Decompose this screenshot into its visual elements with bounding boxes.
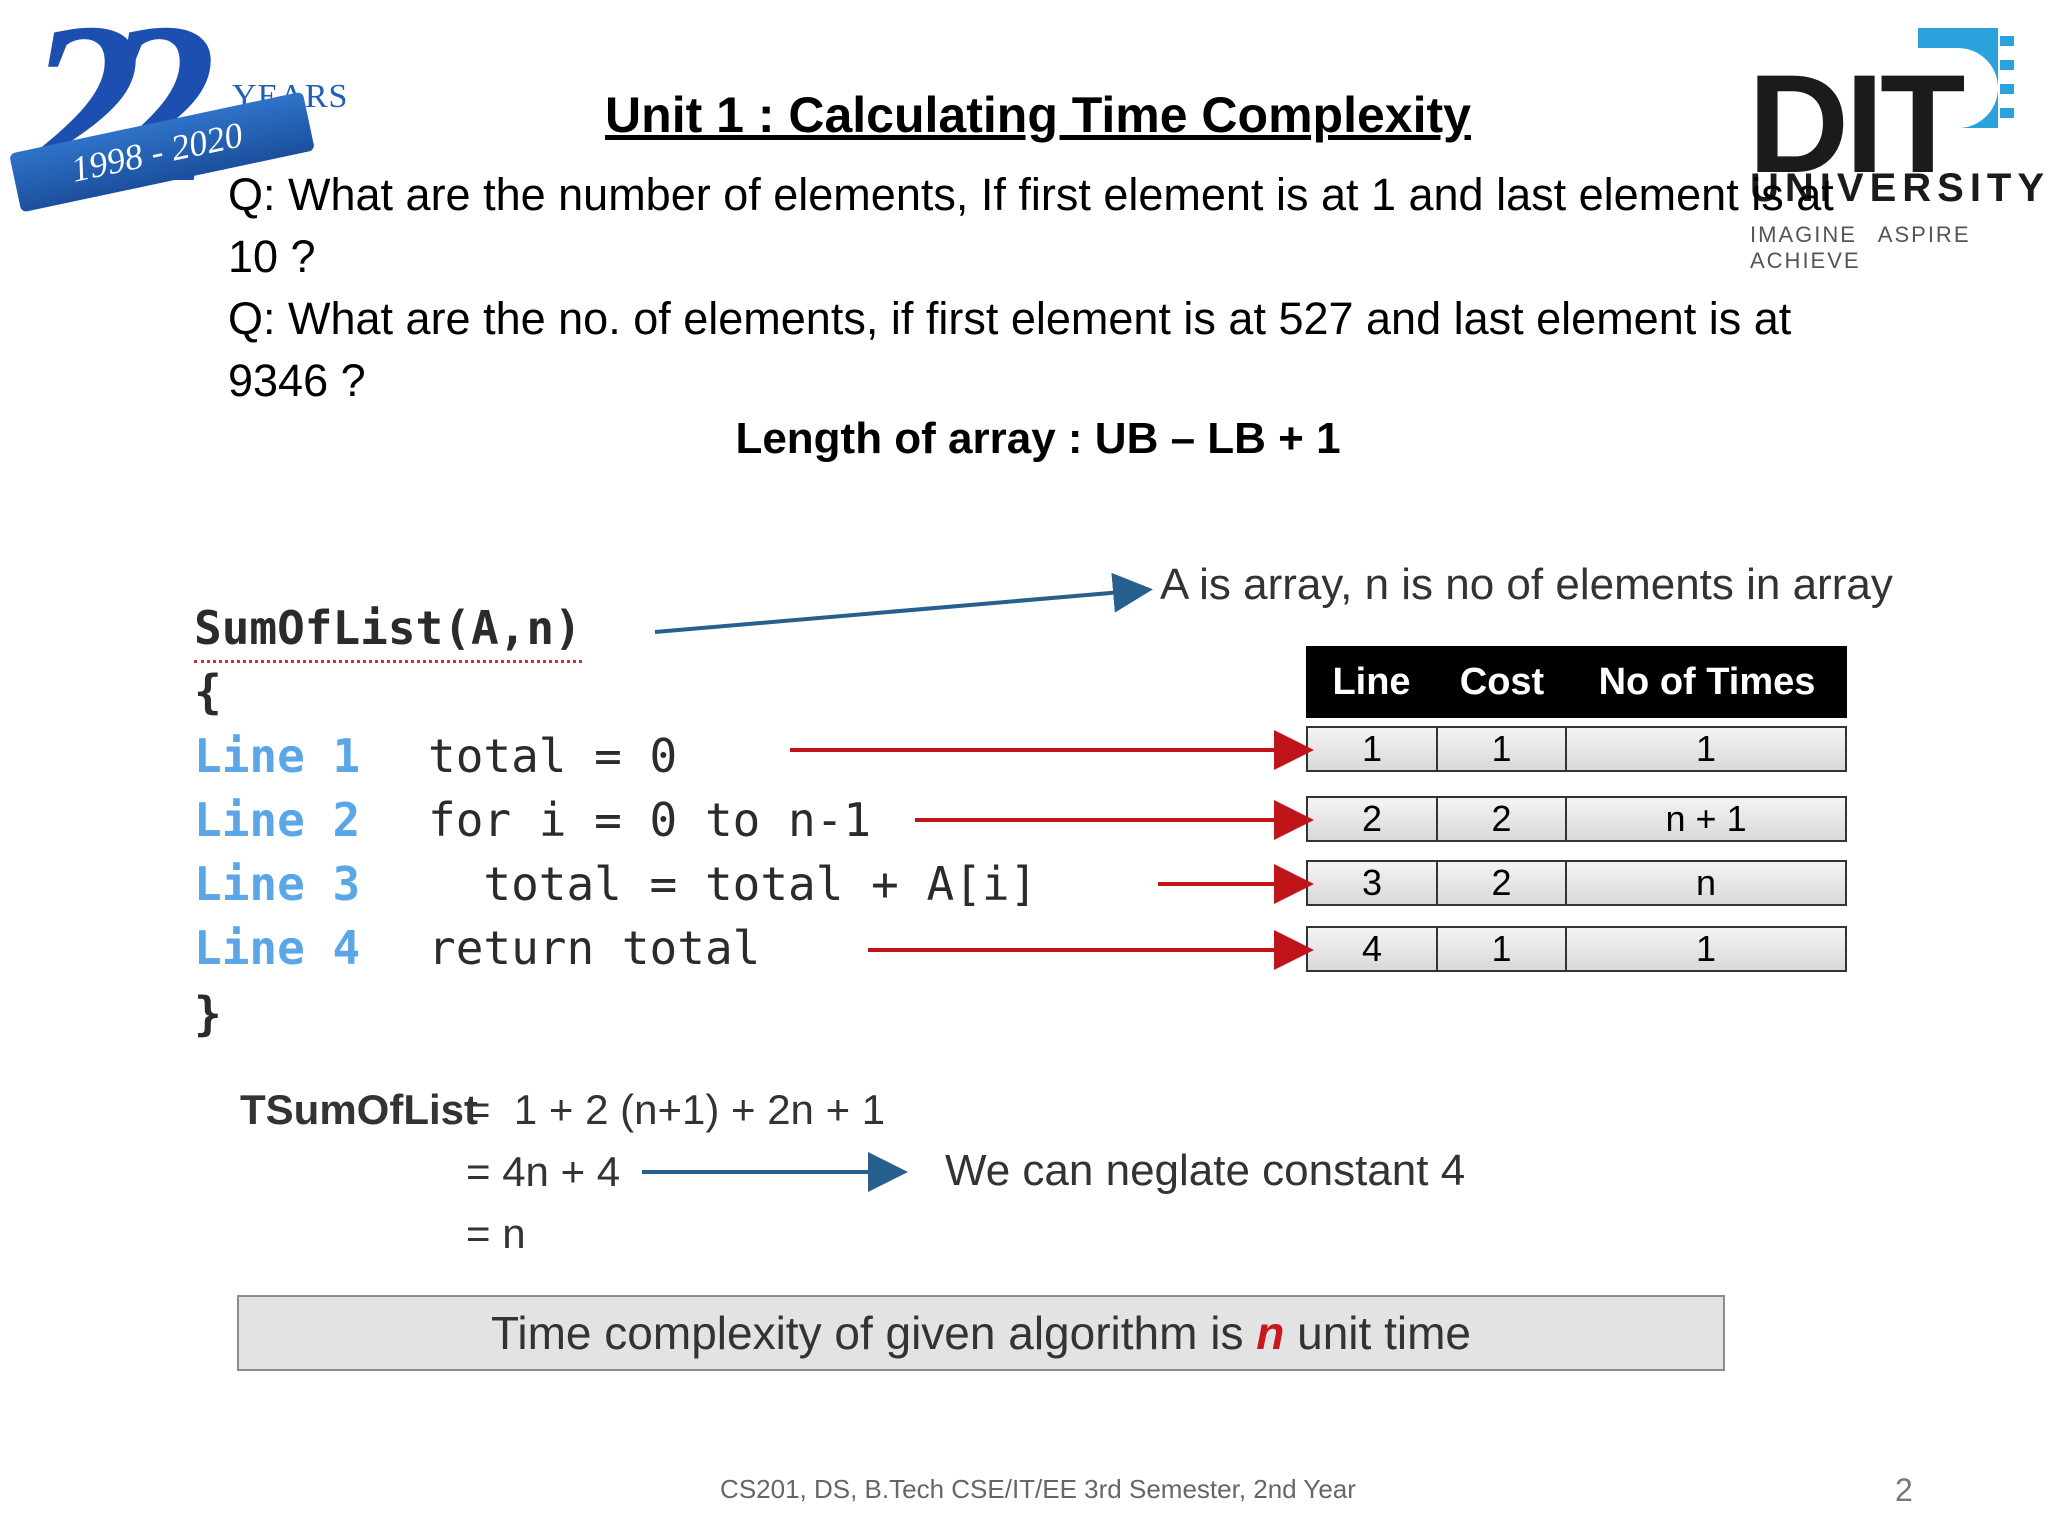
question-2: Q: What are the no. of elements, if firs… [228, 293, 1792, 406]
result-box: Time complexity of given algorithm is n … [237, 1295, 1725, 1371]
t-formula-line-2: = 4n + 4 [466, 1148, 621, 1195]
table-row: 3 2 n [1306, 860, 1847, 906]
code-close-brace: } [194, 987, 222, 1041]
logo-university-text: UNIVERSITY [1750, 166, 2048, 210]
table-cell: 3 [1308, 862, 1439, 904]
table-row: 1 1 1 [1306, 726, 1847, 772]
t-formula-line-1: = 1 + 2 (n+1) + 2n + 1 [466, 1086, 886, 1133]
logo-dit-text: DIT [1748, 45, 1966, 202]
code-line-label-1: Line 1 [194, 729, 361, 783]
table-cell: n + 1 [1665, 798, 1747, 839]
header-cost: Cost [1459, 660, 1545, 703]
code-open-brace: { [194, 665, 222, 719]
gear-icon [1918, 28, 2014, 128]
neglate-note: We can neglate constant 4 [945, 1146, 1466, 1195]
code-line-label-4: Line 4 [194, 921, 361, 975]
anniversary-logo: 22 YEARS 1998 - 2020 [4, 0, 347, 218]
questions-block: Q: What are the number of elements, If f… [228, 164, 1868, 412]
code-function-header: SumOfList(A,n) [194, 596, 582, 663]
header-no-of-times: No of Times [1598, 660, 1816, 703]
table-row: 2 2 n + 1 [1306, 796, 1847, 842]
slide-footer: CS201, DS, B.Tech CSE/IT/EE 3rd Semester… [720, 1474, 1356, 1504]
cost-table: Line Cost No of Times 1 1 1 2 2 n + 1 3 … [1306, 646, 1847, 972]
code-line-1: total = 0 [428, 729, 678, 783]
result-suffix: unit time [1284, 1307, 1471, 1359]
code-line-3: total = total + A[i] [428, 857, 1038, 911]
table-cell: 1 [1696, 928, 1717, 969]
table-cell: 1 [1696, 728, 1717, 769]
table-cell: 2 [1438, 798, 1568, 840]
array-length-formula: Length of array : UB – LB + 1 [735, 414, 1341, 463]
table-row: 4 1 1 [1306, 926, 1847, 972]
code-line-label-2: Line 2 [194, 793, 361, 847]
code-line-label-3: Line 3 [194, 857, 361, 911]
arrow-to-function-header [654, 572, 1153, 634]
table-cell: 4 [1308, 928, 1439, 970]
table-cell: 1 [1438, 728, 1568, 770]
dit-university-logo: DIT UNIVERSITY IMAGINE ASPIRE ACHIEVE [1742, 18, 2048, 273]
code-line-4: return total [428, 921, 761, 975]
result-prefix: Time complexity of given algorithm is [491, 1307, 1257, 1359]
t-formula-label: TSumOfList [240, 1086, 478, 1133]
slide-title: Unit 1 : Calculating Time Complexity [605, 87, 1471, 143]
page-number: 2 [1895, 1472, 1913, 1508]
cost-table-header: Line Cost No of Times [1306, 646, 1847, 718]
table-cell: 1 [1308, 728, 1439, 770]
logo-tagline: IMAGINE ASPIRE ACHIEVE [1750, 222, 1971, 273]
array-note: A is array, n is no of elements in array [1160, 560, 1893, 609]
code-line-2: for i = 0 to n-1 [428, 793, 872, 847]
header-line: Line [1332, 660, 1411, 703]
table-cell: n [1696, 862, 1717, 903]
question-1: Q: What are the number of elements, If f… [228, 169, 1834, 282]
table-cell: 2 [1308, 798, 1439, 840]
table-cell: 2 [1438, 862, 1568, 904]
result-highlight: n [1256, 1307, 1285, 1359]
table-cell: 1 [1438, 928, 1568, 970]
t-formula-line-3: = n [466, 1210, 526, 1257]
